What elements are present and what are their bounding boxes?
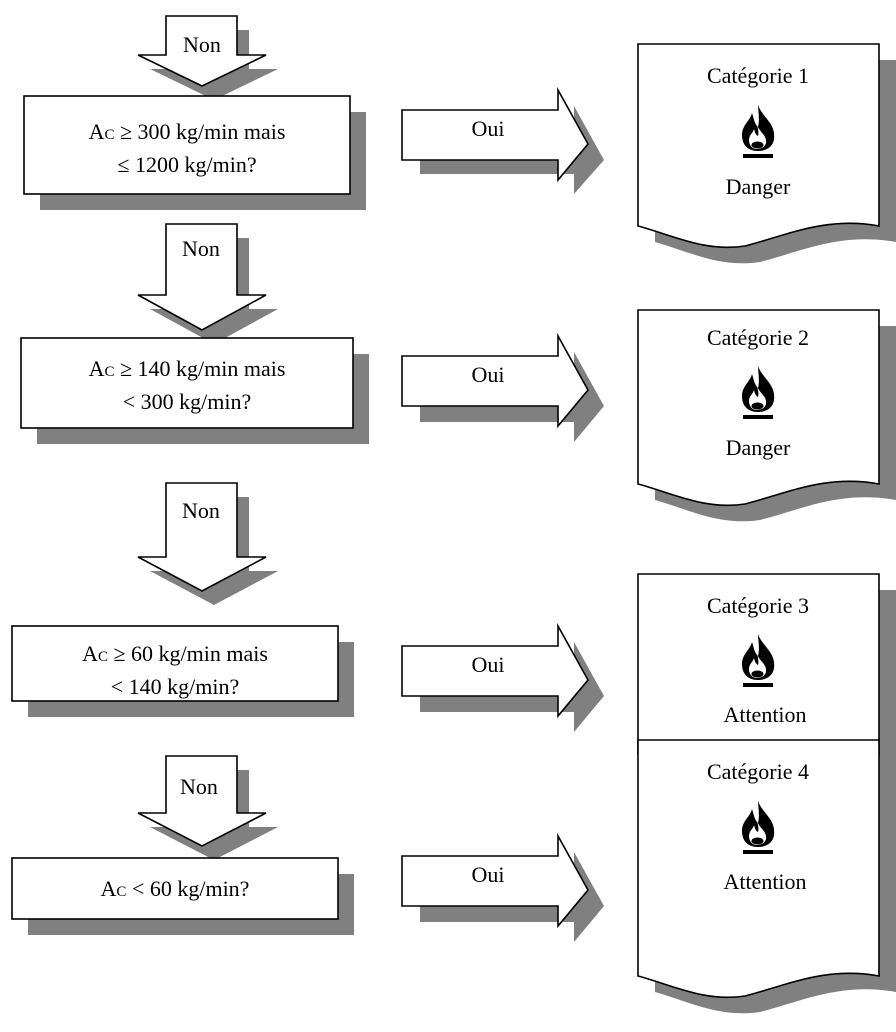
question-line-2: < 300 kg/min? [123,389,252,414]
down-arrow-4: Non [137,755,278,860]
down-arrow-label: Non [182,498,220,523]
right-arrow-label: Oui [472,116,505,141]
result-card-4: Catégorie 4 Attention [637,739,896,1014]
result-card-2: Catégorie 2 Danger [637,309,896,522]
question-box-3: AC ≥ 60 kg/min mais < 140 kg/min? [11,625,354,717]
right-arrow-1: Oui [401,86,604,194]
question-line-2: < 140 kg/min? [111,674,240,699]
question-box-2: AC ≥ 140 kg/min mais < 300 kg/min? [20,337,369,444]
right-arrow-label: Oui [472,862,505,887]
question-line-1: AC ≥ 140 kg/min mais [89,356,286,381]
down-arrow-label: Non [180,774,218,799]
result-card-1: Catégorie 1 Danger [637,43,896,264]
result-category: Catégorie 3 [707,593,809,618]
down-arrow-3: Non [137,482,278,605]
question-line-2: ≤ 1200 kg/min? [117,152,256,177]
right-arrow-label: Oui [472,652,505,677]
result-signal-word: Attention [723,702,806,727]
right-arrow-4: Oui [401,832,604,942]
question-box-4: AC < 60 kg/min? [11,857,354,935]
question-line-1: AC ≥ 60 kg/min mais [82,641,268,666]
down-arrow-label: Non [183,32,221,57]
question-line-1: AC ≥ 300 kg/min mais [89,119,286,144]
result-category: Catégorie 1 [707,63,809,88]
result-category: Catégorie 4 [707,759,809,784]
result-signal-word: Danger [726,435,791,460]
result-signal-word: Danger [726,174,791,199]
down-arrow-2: Non [137,223,278,344]
result-category: Catégorie 2 [707,325,809,350]
question-box-1: AC ≥ 300 kg/min mais ≤ 1200 kg/min? [23,95,366,210]
question-line-1: AC < 60 kg/min? [101,876,250,901]
right-arrow-2: Oui [401,332,604,442]
result-signal-word: Attention [723,869,806,894]
right-arrow-label: Oui [472,362,505,387]
right-arrow-3: Oui [401,622,604,732]
down-arrow-label: Non [182,236,220,261]
down-arrow-1: Non [137,15,278,100]
